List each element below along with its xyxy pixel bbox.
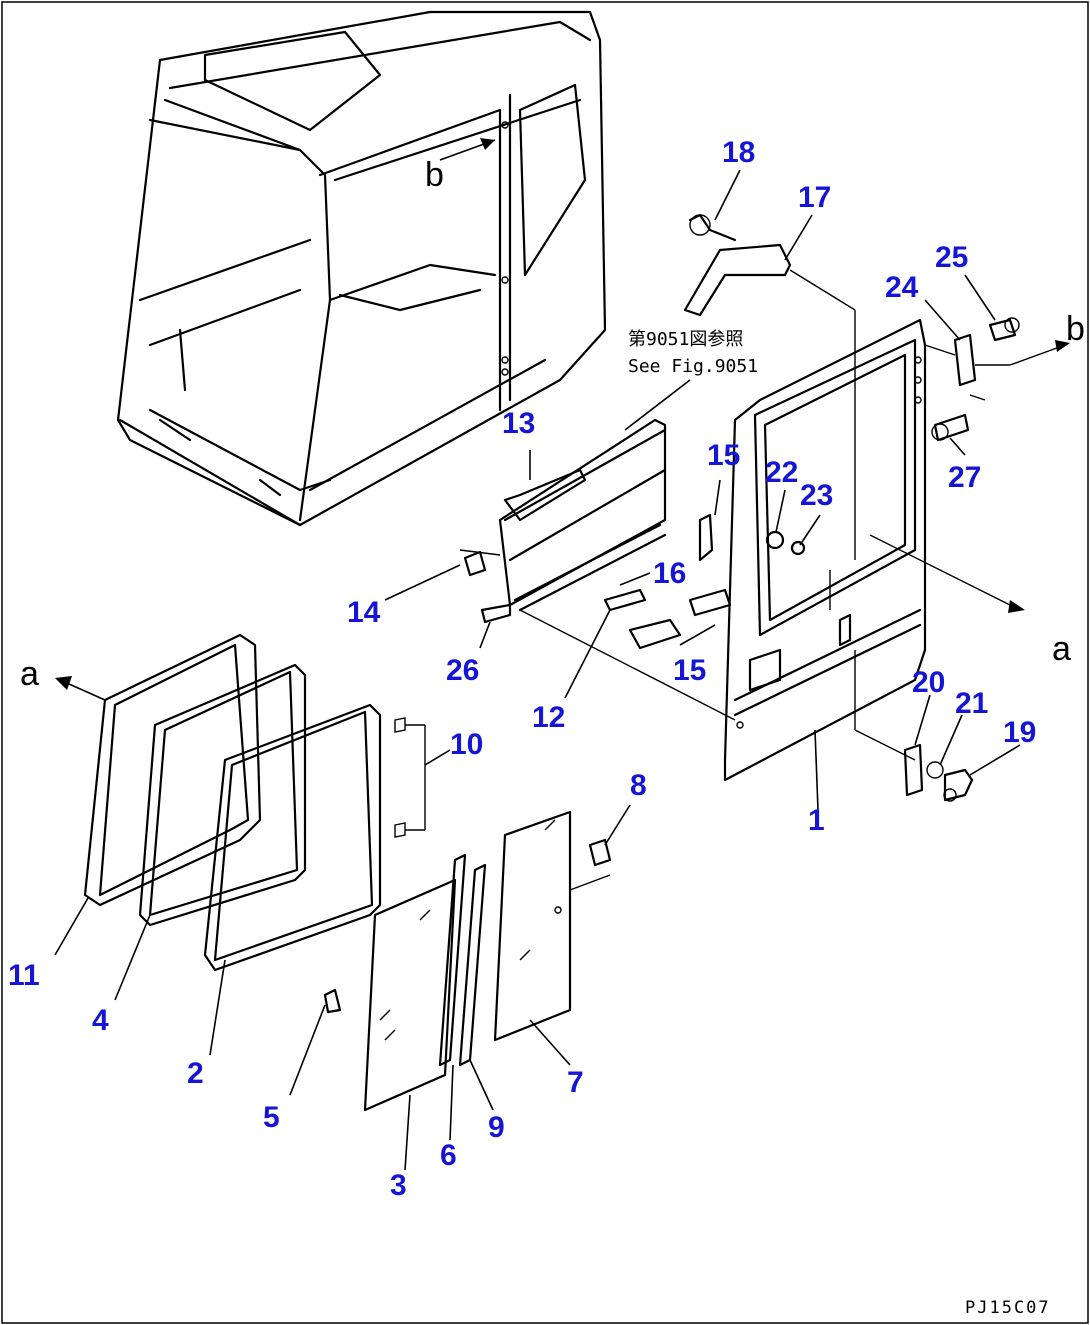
callout-4: 4: [92, 1004, 109, 1037]
callout-2: 2: [187, 1057, 204, 1090]
callout-11: 11: [8, 959, 40, 992]
callout-13: 13: [502, 407, 535, 440]
seal-parts: [603, 513, 732, 650]
callout-26: 26: [446, 654, 479, 687]
callout-1: 1: [808, 804, 825, 837]
view-marker-b-cab: b: [425, 156, 444, 194]
clips: [394, 717, 426, 838]
callout-25: 25: [935, 241, 968, 274]
view-marker-a-right: a: [1052, 630, 1071, 668]
callout-7: 7: [567, 1066, 584, 1099]
callout-22: 22: [765, 456, 798, 489]
part-8: [588, 838, 612, 867]
part-5: [323, 988, 342, 1014]
callout-5: 5: [263, 1101, 280, 1134]
callout-8: 8: [630, 769, 647, 802]
lock-parts: [903, 743, 974, 802]
part-22: [765, 530, 785, 550]
callout-19: 19: [1003, 716, 1036, 749]
callout-27: 27: [948, 461, 981, 494]
callout-23: 23: [800, 479, 833, 512]
leader-lines: [54, 169, 1021, 1171]
glass-seals: [55, 633, 382, 972]
callout-6: 6: [440, 1139, 457, 1172]
hinge-parts: [924, 317, 1070, 442]
callout-15-lower: 15: [673, 654, 706, 687]
part-23: [790, 540, 806, 556]
handle: [683, 213, 856, 560]
callout-21: 21: [955, 687, 988, 720]
figure-code: PJ15C07: [965, 1298, 1051, 1318]
see-note-japanese: 第9051図参照: [628, 329, 743, 350]
see-note-english: See Fig.9051: [628, 356, 758, 377]
callout-18: 18: [722, 136, 755, 169]
callout-17: 17: [798, 181, 831, 214]
door-frame: [519, 318, 1025, 782]
callout-16: 16: [653, 557, 686, 590]
view-marker-b-right: b: [1066, 310, 1085, 348]
callout-3: 3: [390, 1169, 407, 1202]
inner-panel: [459, 418, 667, 624]
callout-15-upper: 15: [707, 439, 740, 472]
callout-10: 10: [450, 728, 483, 761]
callout-12: 12: [532, 701, 565, 734]
callout-14: 14: [347, 596, 381, 629]
view-marker-a-left: a: [20, 655, 39, 693]
glass-panes: [363, 810, 572, 1112]
callout-9: 9: [488, 1111, 505, 1144]
cab-body: [116, 10, 607, 527]
callout-24: 24: [885, 271, 919, 304]
callout-20: 20: [912, 666, 945, 699]
